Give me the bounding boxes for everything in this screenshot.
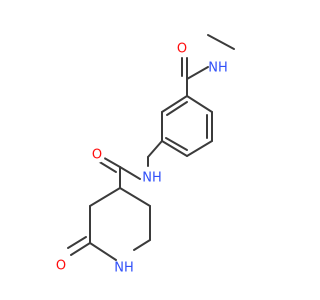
bond (161, 140, 188, 157)
bond-lines (67, 34, 235, 261)
bond (147, 140, 163, 158)
atom-label: NH (208, 61, 228, 76)
bond (166, 101, 188, 116)
atom-label: O (177, 42, 187, 57)
bond (186, 66, 209, 80)
bond (186, 140, 213, 157)
bond (89, 242, 117, 261)
bond (89, 187, 121, 207)
bond (70, 242, 91, 256)
atom-label: NH (114, 261, 134, 276)
atom-labels: O NH O NH O NH (53, 41, 228, 278)
atom-n1: NH (201, 42, 228, 76)
bond (165, 137, 188, 151)
bond (67, 236, 87, 249)
atom-n2: NH (142, 168, 162, 188)
atom-label: NH (142, 171, 162, 186)
bond (207, 34, 235, 50)
atom-label: O (92, 148, 102, 163)
bond (119, 166, 141, 180)
atom-o3: O (53, 258, 69, 274)
molecule-structure: O NH O NH O NH (53, 34, 235, 278)
bond (119, 187, 151, 207)
atom-o2: O (89, 147, 105, 163)
atom-n3: NH (114, 258, 134, 278)
atom-label: O (56, 259, 66, 274)
bond (161, 95, 188, 113)
atom-o1: O (174, 41, 190, 57)
bond (186, 95, 213, 113)
bond (97, 160, 117, 173)
bond (133, 239, 151, 251)
